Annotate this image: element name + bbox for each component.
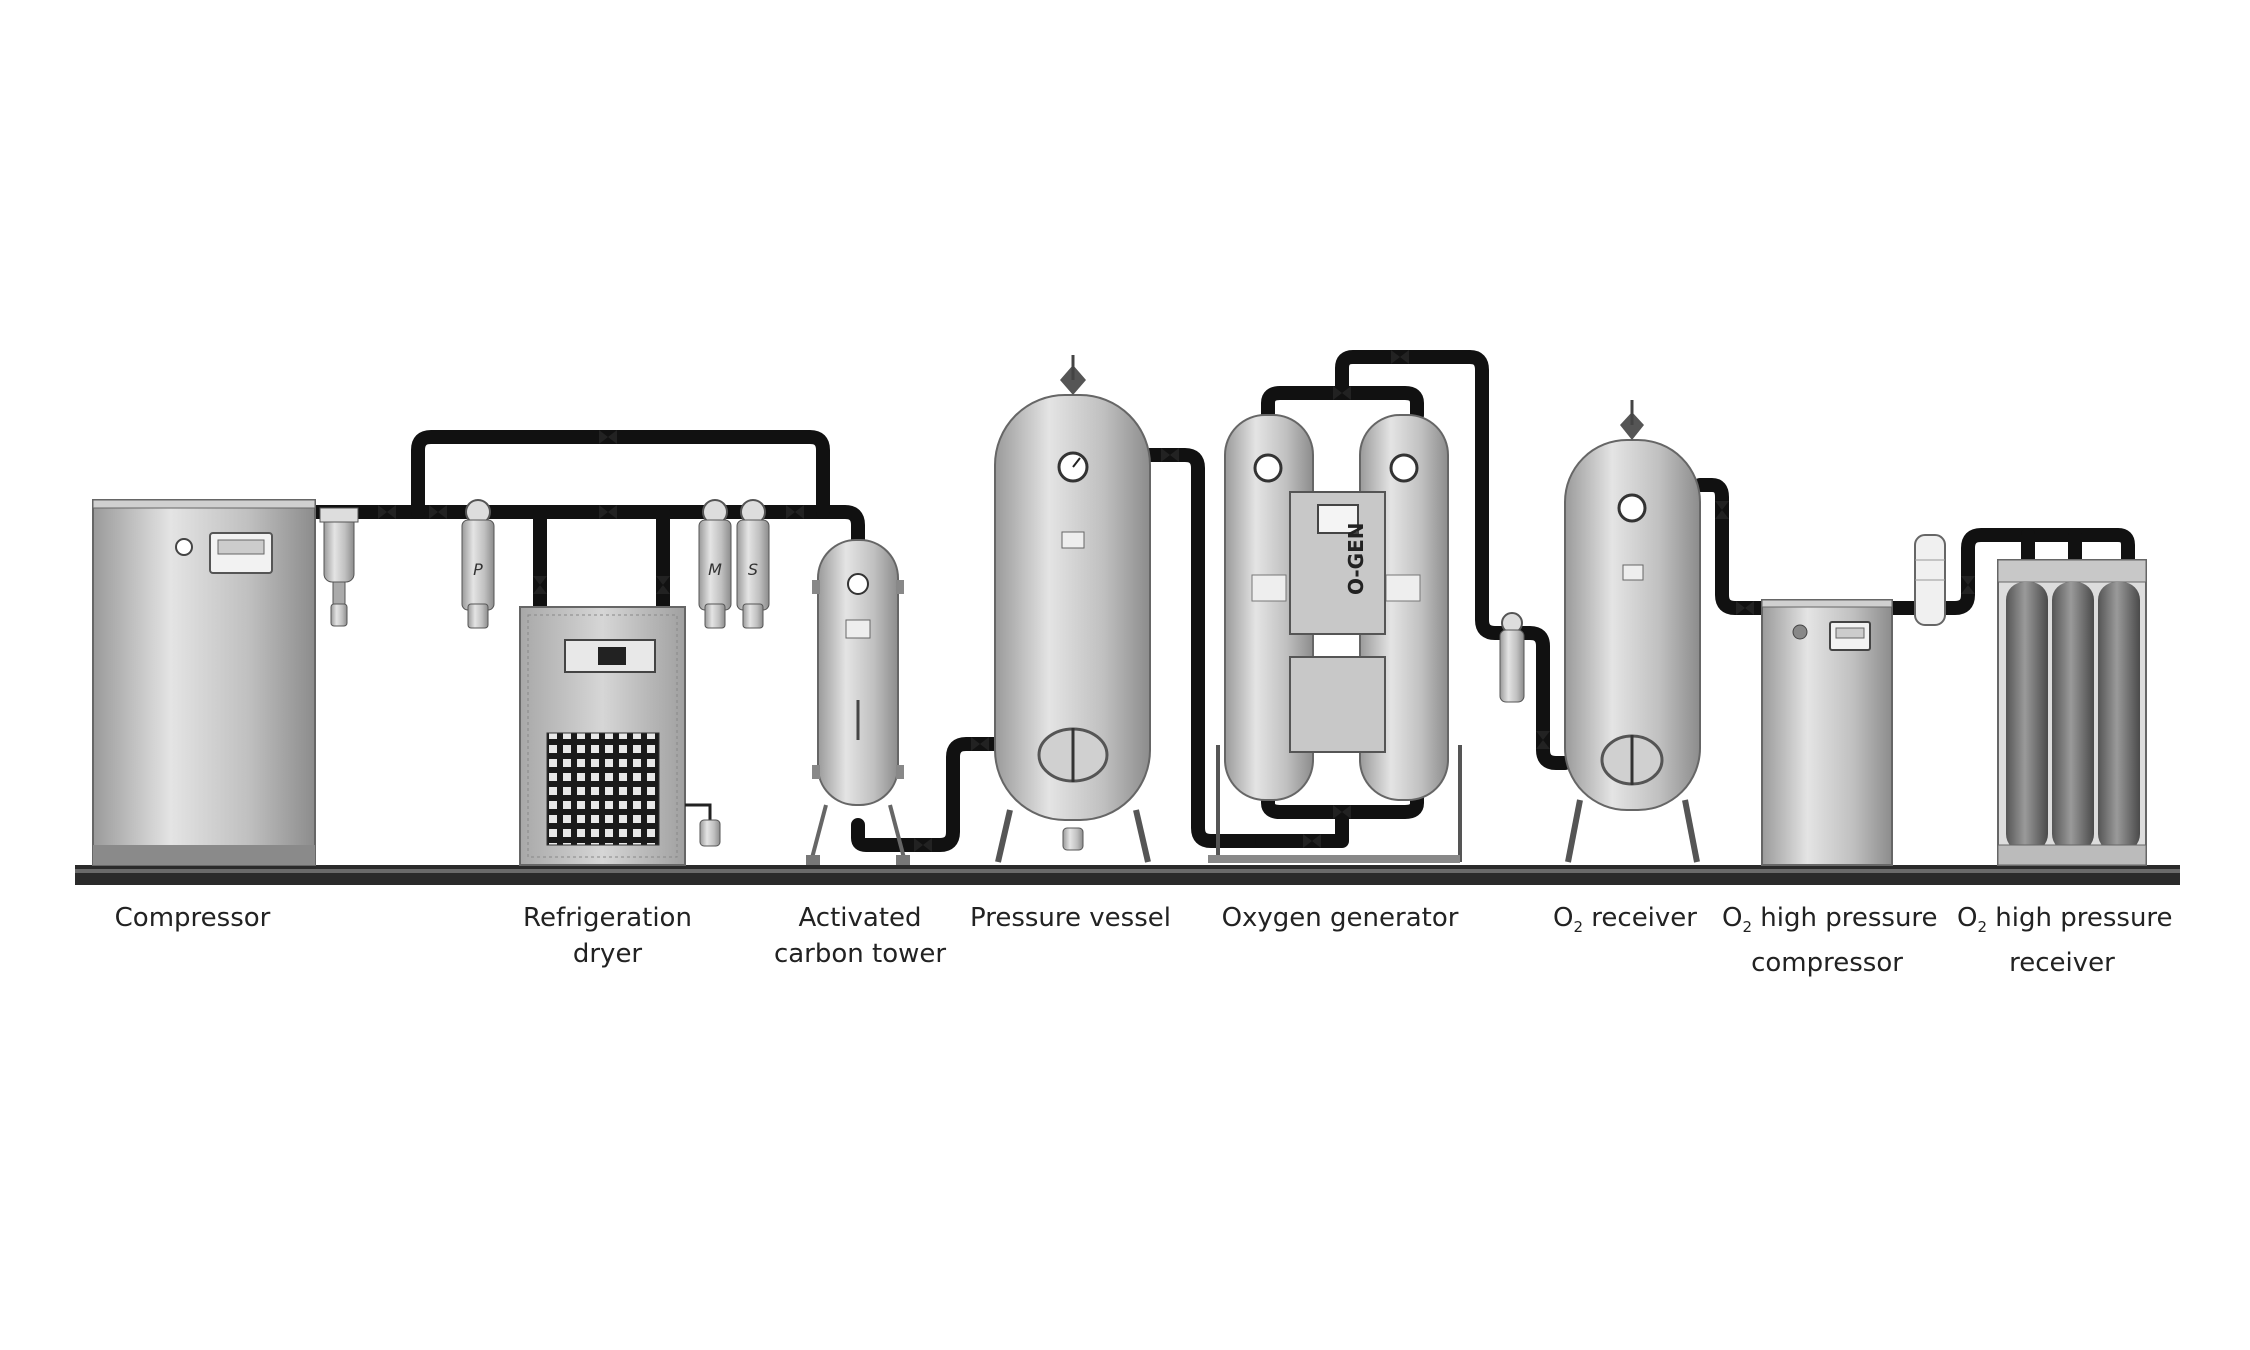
label-refrigeration-dryer-line2: dryer bbox=[572, 939, 643, 969]
label-o2-receiver: O2 receiver bbox=[1545, 900, 1705, 945]
label-carbon-line1: Activated bbox=[798, 903, 922, 933]
hp-filter bbox=[1914, 534, 1946, 626]
carbon-tower-unit bbox=[806, 539, 910, 865]
pressure-vessel-unit bbox=[994, 355, 1151, 863]
label-pressure-vessel: Pressure vessel bbox=[970, 903, 1171, 933]
piping bbox=[308, 350, 2135, 852]
label-refrigeration-dryer-line1: Refrigeration bbox=[523, 903, 692, 933]
o2-hp-compressor-rest: high pressure bbox=[1752, 903, 1938, 933]
o2-receiver-rest: receiver bbox=[1583, 903, 1697, 933]
generator-brand-label: O-GEN bbox=[1344, 523, 1368, 596]
filter-p: P bbox=[461, 499, 495, 629]
o2-hp-receiver-rest: high pressure bbox=[1987, 903, 2173, 933]
o2-receiver-unit bbox=[1564, 400, 1701, 863]
o2-hp-receiver-sub: 2 bbox=[1977, 918, 1988, 937]
label-carbon-line2: carbon tower bbox=[773, 939, 947, 969]
compressor-unit bbox=[92, 499, 316, 866]
o2-hp-receiver-unit bbox=[1997, 559, 2147, 866]
o2-receiver-sub: 2 bbox=[1573, 918, 1584, 937]
o2-hp-compressor-line2: compressor bbox=[1751, 948, 1903, 979]
floor-line bbox=[75, 865, 2180, 885]
filter-grade-p: P bbox=[473, 560, 483, 579]
refrigeration-dryer-unit bbox=[519, 606, 686, 866]
label-activated-carbon-tower: Activated carbon tower bbox=[770, 900, 950, 972]
label-o2-hp-receiver: O2 high pressure receiver bbox=[1957, 900, 2173, 981]
label-o2-hp-compressor: O2 high pressure compressor bbox=[1722, 900, 1938, 981]
o2-hp-receiver-line2: receiver bbox=[2009, 948, 2115, 979]
o2-hp-compressor-unit bbox=[1761, 599, 1893, 866]
inline-filter-1 bbox=[319, 507, 359, 627]
o2-hp-compressor-sub: 2 bbox=[1742, 918, 1753, 937]
o2-hp-receiver-prefix: O bbox=[1957, 903, 1978, 933]
filter-m: M bbox=[698, 499, 732, 629]
oxygen-inline-filter bbox=[1499, 612, 1525, 703]
o2-hp-compressor-prefix: O bbox=[1722, 903, 1743, 933]
o2-receiver-prefix: O bbox=[1553, 903, 1574, 933]
oxygen-generator-unit: O-GEN bbox=[1208, 414, 1462, 863]
label-refrigeration-dryer: Refrigeration dryer bbox=[500, 900, 715, 972]
filter-grade-s: S bbox=[748, 560, 758, 579]
label-compressor: Compressor bbox=[114, 903, 271, 933]
label-oxygen-generator: Oxygen generator bbox=[1221, 903, 1459, 933]
dryer-drain bbox=[685, 803, 721, 847]
filter-grade-m: M bbox=[708, 560, 722, 579]
filter-s: S bbox=[736, 499, 770, 629]
